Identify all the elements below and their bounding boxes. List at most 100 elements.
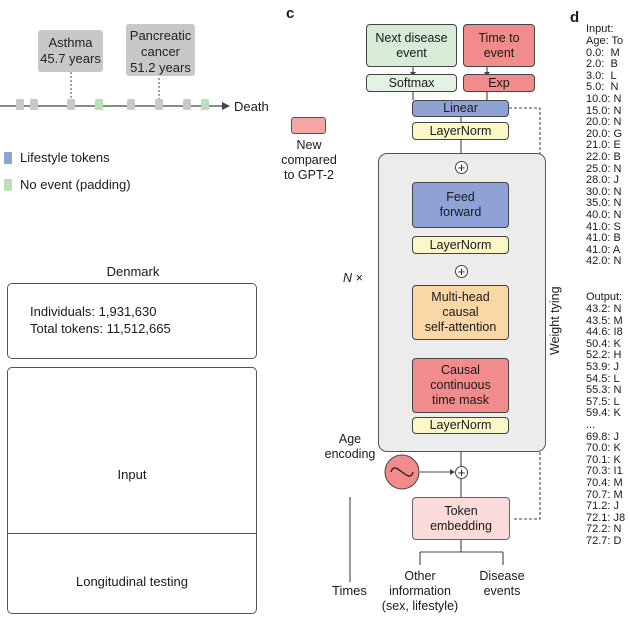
event-name-line: cancer: [140, 44, 181, 59]
trajectory-line: 69.8: J: [586, 430, 620, 443]
linear-layer: Linear: [412, 100, 509, 117]
trajectory-line: 70.1: K: [586, 453, 621, 466]
event-name-line: Pancreatic: [129, 28, 192, 43]
trajectory-line: 42.0: N: [586, 255, 622, 268]
age-encoding-label: Age encoding: [324, 432, 376, 461]
trajectory-line: 5.0: N: [586, 81, 619, 94]
trajectory-line: 72.1: J8: [586, 511, 626, 524]
trajectory-line: 41.0: B: [586, 232, 621, 245]
final-layernorm: LayerNorm: [412, 122, 509, 140]
dataset-testing-label: Longitudinal testing: [75, 574, 189, 589]
trajectory-line: 70.4: M: [586, 476, 623, 489]
dataset-stats-box: Individuals: 1,931,630 Total tokens: 11,…: [7, 283, 257, 359]
trajectory-line: 30.0: N: [586, 185, 622, 198]
trajectory-line: 57.5: L: [586, 395, 620, 408]
trajectory-line: 43.2: N: [586, 303, 622, 315]
legend-label-lifestyle: Lifestyle tokens: [20, 150, 110, 165]
token-disease: [127, 99, 135, 110]
causal-time-mask: Causal continuous time mask: [412, 358, 509, 413]
output-header: Output:: [586, 291, 623, 303]
dataset-individuals: Individuals: 1,931,630: [30, 304, 157, 319]
trajectory-line: 35.0: N: [586, 197, 622, 210]
trajectory-line: 50.4: K: [586, 337, 621, 350]
trajectory-line: 59.4: K: [586, 407, 621, 420]
trajectory-line: ...: [586, 418, 596, 431]
trajectory-line: 70.0: K: [586, 442, 621, 455]
other-information-label: Other information (sex, lifestyle): [381, 569, 459, 613]
next-disease-event-head: Next disease event: [366, 24, 457, 67]
block-layernorm-1: LayerNorm: [412, 236, 509, 254]
trajectory-line: 41.0: A: [586, 243, 621, 256]
trajectory-line: 15.0: N: [586, 104, 622, 117]
trajectory-line: 55.3: N: [586, 384, 622, 397]
trajectory-line: 10.0: N: [586, 92, 622, 105]
token-disease: [67, 99, 75, 110]
trajectory-line: 2.0: B: [586, 58, 618, 71]
event-box-asthma: Asthma 45.7 years: [38, 30, 103, 72]
layer-repeat-label: N ×: [343, 271, 363, 285]
trajectory-line: 53.9: J: [586, 360, 620, 373]
softmax-layer: Softmax: [366, 74, 457, 92]
trajectory-line: 70.3: I1: [586, 465, 623, 478]
trajectory-line: 43.5: M: [586, 314, 623, 327]
token-embedding-layer: Token embedding: [412, 497, 510, 540]
times-input-label: Times: [332, 583, 367, 598]
trajectory-line: 20.0: G: [586, 127, 623, 140]
trajectory-line: 21.0: E: [586, 139, 621, 152]
sine-wave-icon: [390, 467, 414, 477]
dataset-split-divider: [8, 533, 256, 534]
exp-layer: Exp: [463, 74, 535, 92]
token-disease: [30, 99, 38, 110]
legend-new-label: New compared to GPT-2: [281, 138, 337, 182]
dataset-country: Denmark: [106, 264, 160, 279]
trajectory-line: 72.2: N: [586, 523, 622, 536]
trajectory-line: 3.0: L: [586, 69, 617, 82]
trajectory-line: 44.6: I8: [586, 326, 623, 339]
input-header: Input:: [586, 23, 614, 35]
multi-head-attention-layer: Multi-head causal self-attention: [412, 285, 509, 340]
event-box-pancreatic-cancer: Pancreatic cancer 51.2 years: [126, 24, 195, 76]
dataset-split-box: Input Longitudinal testing: [7, 367, 257, 614]
trajectory-line: 25.0: N: [586, 162, 622, 175]
trajectory-line: Age: To: [586, 35, 624, 47]
trajectory-line: 52.2: H: [586, 349, 622, 362]
token-disease: [183, 99, 191, 110]
token-disease: [155, 99, 163, 110]
feed-forward-layer: Feed forward: [412, 182, 509, 228]
timeline-end-label: Death: [234, 99, 269, 114]
trajectory-line: 22.0: B: [586, 150, 621, 163]
legend-swatch-lifestyle: [4, 152, 12, 164]
timeline-arrowhead: [222, 102, 230, 110]
token-padding: [95, 99, 103, 110]
token-padding: [201, 99, 209, 110]
residual-add-icon: +: [455, 161, 468, 174]
weight-tying-label: Weight tying: [548, 286, 562, 355]
input-add-icon: +: [455, 466, 468, 479]
token-disease: [16, 99, 24, 110]
panel-letter-c: c: [286, 5, 295, 22]
legend-new-swatch: [291, 117, 326, 134]
event-age: 51.2 years: [130, 60, 191, 75]
block-layernorm-2: LayerNorm: [412, 417, 509, 434]
timeline-track: [0, 72, 230, 110]
trajectory-line: 71.2: J: [586, 500, 620, 513]
legend-label-padding: No event (padding): [20, 177, 131, 192]
trajectory-line: 54.5: L: [586, 372, 620, 385]
residual-add-icon: +: [455, 265, 468, 278]
trajectory-line: 20.0: N: [586, 116, 622, 129]
trajectory-line: 40.0: N: [586, 208, 622, 221]
trajectory-line: 70.7: M: [586, 488, 623, 501]
trajectory-line: 0.0: M: [586, 46, 620, 59]
event-name: Asthma: [48, 35, 93, 50]
trajectory-line: 28.0: J: [586, 174, 620, 187]
event-age: 45.7 years: [40, 51, 101, 66]
panel-letter-d: d: [570, 9, 580, 26]
trajectory-line: 41.0: S: [586, 220, 621, 233]
dataset-tokens: Total tokens: 11,512,665: [30, 321, 171, 336]
legend-swatch-padding: [4, 179, 12, 191]
dataset-input-label: Input: [117, 467, 147, 482]
time-to-event-head: Time to event: [463, 24, 535, 67]
disease-events-label: Disease events: [479, 569, 525, 598]
